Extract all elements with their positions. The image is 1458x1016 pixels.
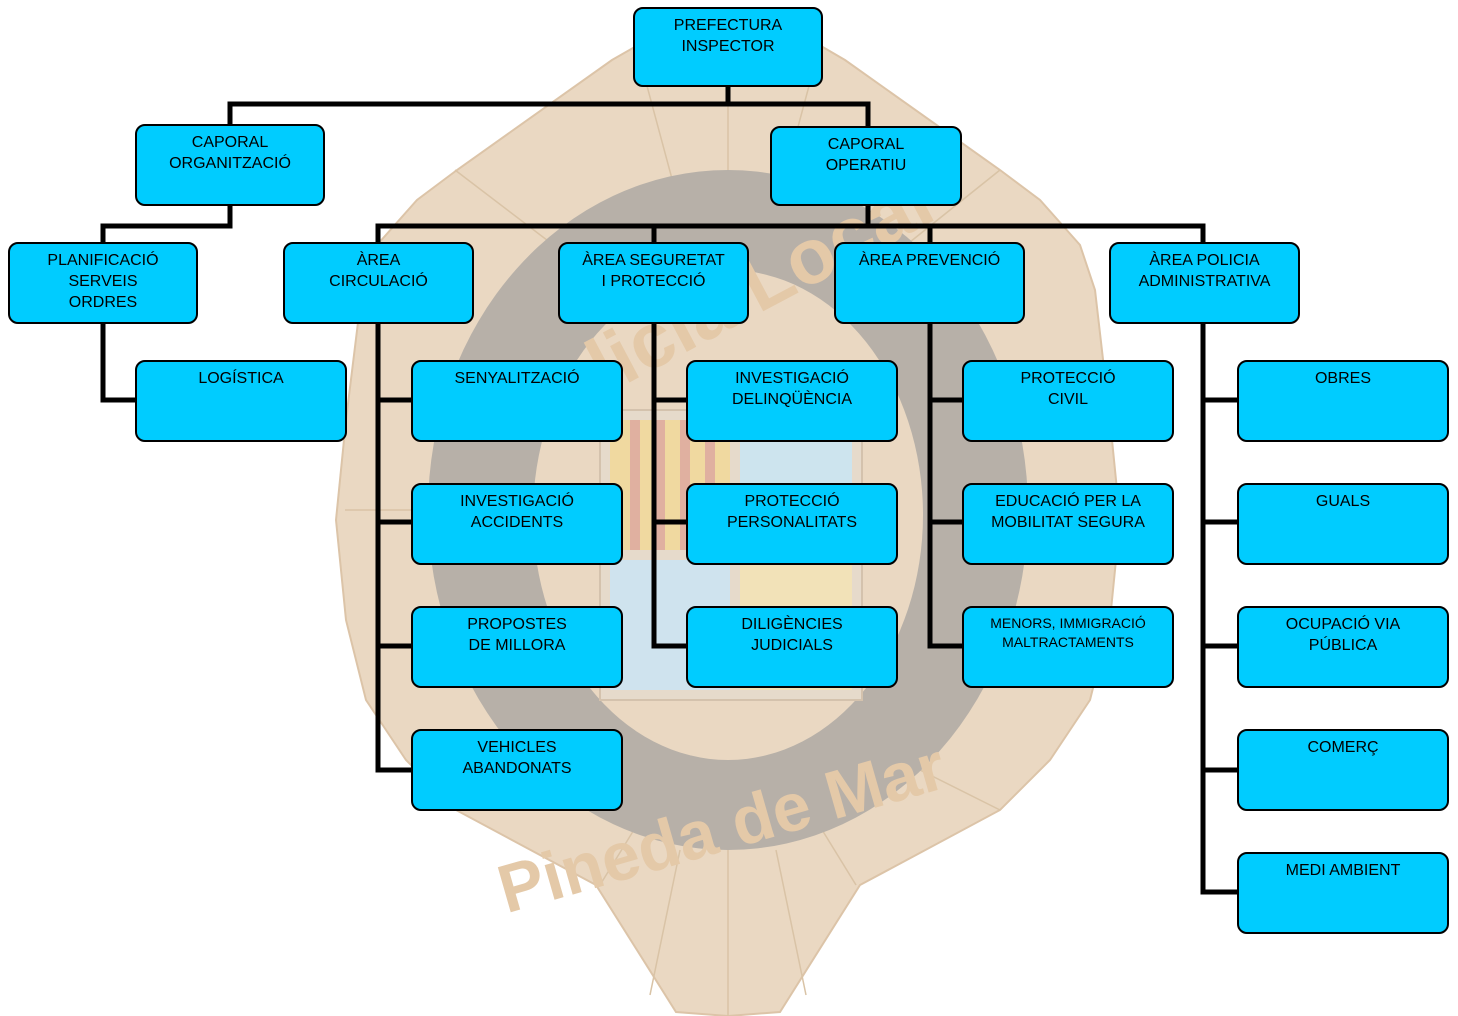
node-area-prevencio: ÀREA PREVENCIÓ [834, 242, 1025, 324]
node-label: PERSONALITATS [726, 514, 858, 531]
connector-planificacio-logistica [100, 321, 138, 403]
node-label: ÀREA SEGURETAT [582, 252, 725, 269]
node-label: ORDRES [68, 294, 138, 311]
node-label: EDUCACIÓ PER LA [995, 493, 1141, 510]
node-label: MEDI AMBIENT [1285, 862, 1401, 879]
node-label: SENYALITZACIÓ [454, 370, 580, 387]
node-caporal-organitzacio: CAPORAL ORGANITZACIÓ [135, 124, 325, 206]
connector-prefectura-caporals [227, 83, 871, 129]
node-planificacio: PLANIFICACIÓ SERVEIS ORDRES [8, 242, 198, 324]
node-label: ABANDONATS [462, 760, 572, 777]
node-vehicles-abandonats: VEHICLES ABANDONATS [411, 729, 623, 811]
node-label: CAPORAL [827, 136, 905, 153]
node-label: ÀREA [356, 252, 401, 269]
connector-caporal-operatiu-areas [375, 203, 1206, 245]
node-obres: OBRES [1237, 360, 1449, 442]
node-label: INSPECTOR [681, 38, 775, 55]
node-label: ORGANITZACIÓ [169, 155, 291, 172]
node-proteccio-personalitats: PROTECCIÓ PERSONALITATS [686, 483, 898, 565]
node-medi-ambient: MEDI AMBIENT [1237, 852, 1449, 934]
node-label: DE MILLORA [468, 637, 566, 654]
node-area-policia-admin: ÀREA POLICIA ADMINISTRATIVA [1109, 242, 1300, 324]
node-label: ADMINISTRATIVA [1138, 273, 1271, 290]
node-label: OPERATIU [825, 157, 907, 174]
node-educacio-mobilitat: EDUCACIÓ PER LA MOBILITAT SEGURA [962, 483, 1174, 565]
node-proteccio-civil: PROTECCIÓ CIVIL [962, 360, 1174, 442]
node-label: DILIGÈNCIES [741, 616, 843, 633]
node-label: PREFECTURA [673, 17, 783, 34]
node-label: PROTECCIÓ [744, 493, 840, 510]
node-label: PLANIFICACIÓ [47, 252, 159, 269]
node-label: OBRES [1314, 370, 1371, 387]
node-label: PROTECCIÓ [1020, 370, 1116, 387]
node-investigacio-delinquencia: INVESTIGACIÓ DELINQÜÈNCIA [686, 360, 898, 442]
node-area-circulacio: ÀREA CIRCULACIÓ [283, 242, 474, 324]
node-label: MENORS, IMMIGRACIÓ [990, 615, 1146, 631]
node-senyalitzacio: SENYALITZACIÓ [411, 360, 623, 442]
node-label: COMERÇ [1307, 739, 1379, 756]
node-ocupacio-via-publica: OCUPACIÓ VIA PÚBLICA [1237, 606, 1449, 688]
node-label: CIRCULACIÓ [329, 273, 428, 290]
node-label: MOBILITAT SEGURA [991, 514, 1145, 531]
node-propostes-millora: PROPOSTES DE MILLORA [411, 606, 623, 688]
node-label: PÚBLICA [1308, 637, 1378, 654]
node-prefectura: PREFECTURA INSPECTOR [633, 7, 823, 87]
node-label: PROPOSTES [467, 616, 567, 633]
connector-area-prevencio [927, 321, 965, 649]
node-guals: GUALS [1237, 483, 1449, 565]
node-label: GUALS [1315, 493, 1371, 510]
node-label: CAPORAL [191, 134, 269, 151]
node-investigacio-accidents: INVESTIGACIÓ ACCIDENTS [411, 483, 623, 565]
connector-area-policia-admin [1200, 321, 1240, 895]
connector-area-circulacio [375, 321, 414, 773]
node-label: ÀREA PREVENCIÓ [858, 252, 1001, 269]
node-label: I PROTECCIÓ [601, 273, 706, 290]
node-label: VEHICLES [477, 739, 557, 756]
node-logistica: LOGÍSTICA [135, 360, 347, 442]
node-label: MALTRACTAMENTS [1002, 634, 1134, 650]
node-label: INVESTIGACIÓ [735, 370, 849, 387]
node-label: OCUPACIÓ VIA [1285, 616, 1401, 633]
node-menors-immigracio: MENORS, IMMIGRACIÓ MALTRACTAMENTS [962, 606, 1174, 688]
node-area-seguretat: ÀREA SEGURETAT I PROTECCIÓ [558, 242, 749, 324]
node-label: ACCIDENTS [470, 514, 564, 531]
node-label: CIVIL [1047, 391, 1088, 408]
node-diligencies-judicials: DILIGÈNCIES JUDICIALS [686, 606, 898, 688]
node-caporal-operatiu: CAPORAL OPERATIU [770, 126, 962, 206]
node-label: INVESTIGACIÓ [460, 493, 574, 510]
connector-area-seguretat [651, 321, 689, 649]
node-label: ÀREA POLICIA [1149, 252, 1260, 269]
node-comerc: COMERÇ [1237, 729, 1449, 811]
node-label: LOGÍSTICA [198, 370, 284, 387]
connector-caporal-organitzacio-planificacio [100, 203, 233, 245]
node-label: DELINQÜÈNCIA [731, 391, 853, 408]
node-label: JUDICIALS [751, 637, 833, 654]
node-label: SERVEIS [68, 273, 138, 290]
